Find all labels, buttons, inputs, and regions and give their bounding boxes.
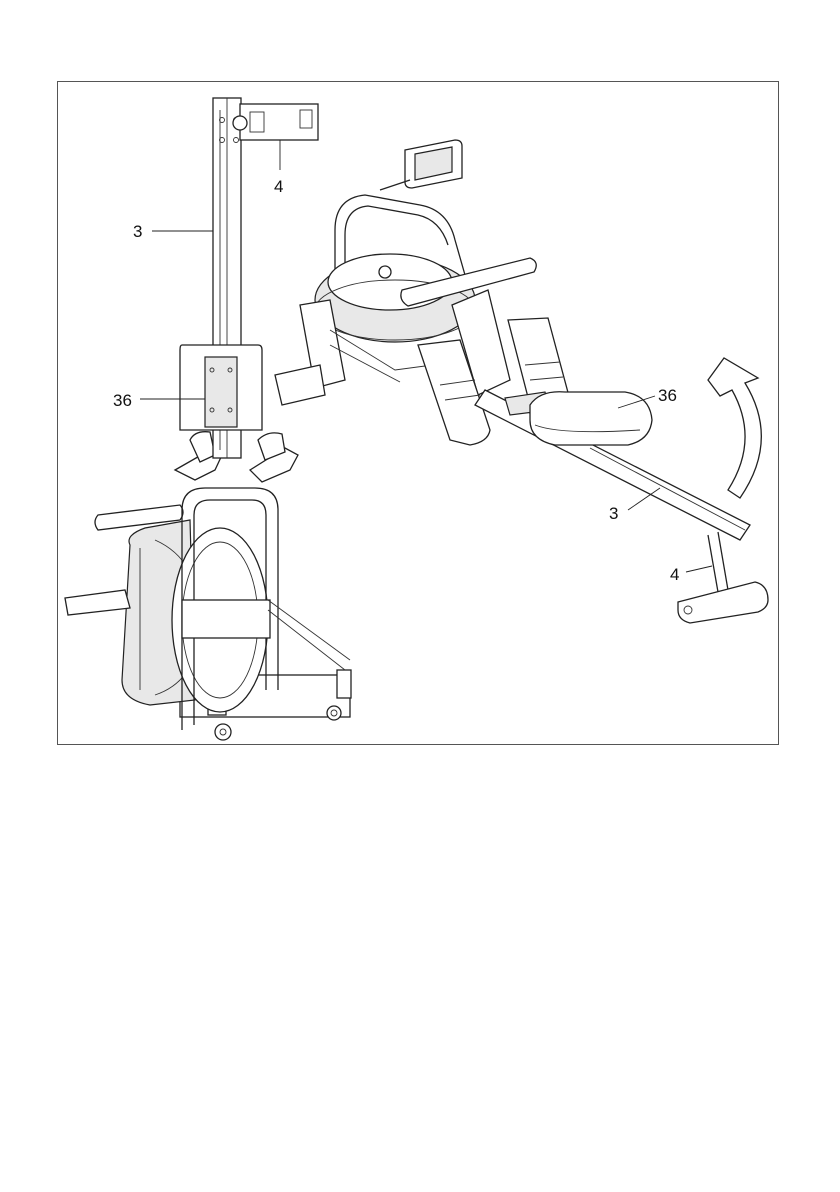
callout-foot-upright: 4 xyxy=(274,177,283,196)
wheel-left xyxy=(215,724,231,740)
callout-seat-right: 36 xyxy=(658,386,677,405)
callout-rail-right: 3 xyxy=(609,504,618,523)
rail-foot-top xyxy=(240,104,318,140)
left-handlebar-stub xyxy=(65,590,130,615)
callout-foot-right: 4 xyxy=(670,565,679,584)
wheel-right xyxy=(327,706,341,720)
curved-arrow-icon xyxy=(708,358,761,498)
callout-rail-upright: 3 xyxy=(133,222,142,241)
callout-seat-upright: 36 xyxy=(113,391,132,410)
seat-right xyxy=(530,392,652,445)
rear-foot xyxy=(678,582,768,623)
assembled-rowing-machine xyxy=(275,140,768,623)
upright-rowing-machine xyxy=(65,98,351,740)
